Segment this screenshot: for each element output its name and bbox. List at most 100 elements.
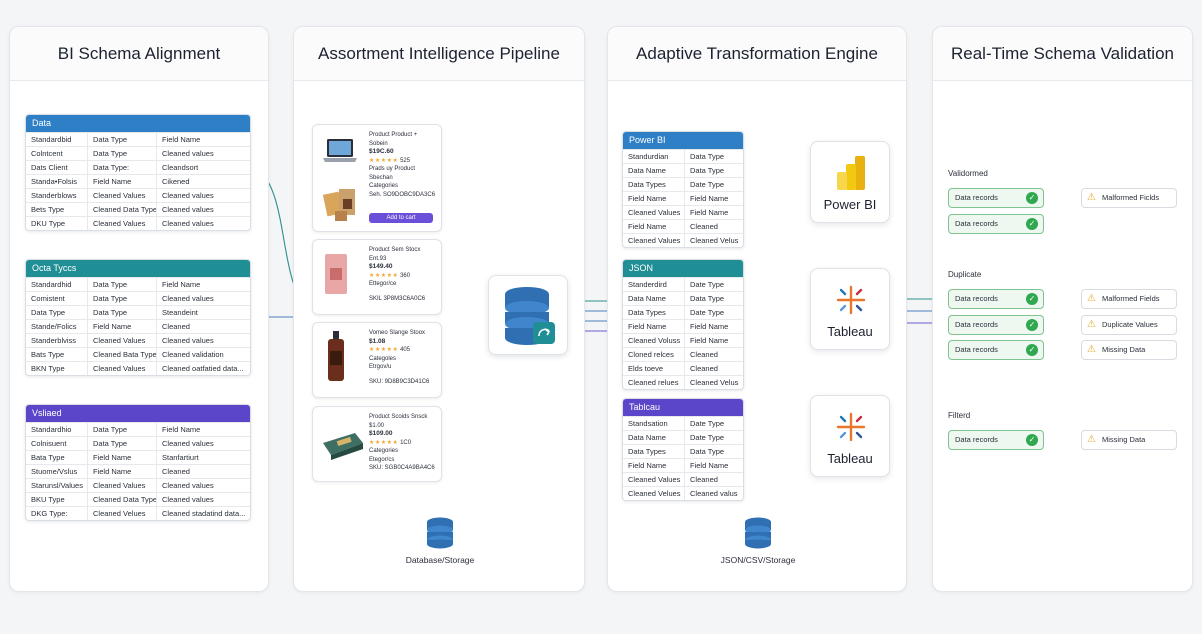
table-cell: Data Type bbox=[690, 166, 725, 175]
table-cell: Standardbid bbox=[26, 133, 88, 146]
record-pill[interactable]: Data records✓ bbox=[948, 188, 1044, 208]
warning-icon: ⚠ bbox=[1087, 344, 1096, 355]
check-icon: ✓ bbox=[1026, 434, 1038, 446]
record-pill[interactable]: Data records✓ bbox=[948, 430, 1044, 450]
group-label: Filterd bbox=[948, 411, 971, 420]
table-cell: Bata Type bbox=[26, 451, 88, 464]
brand-label: Tableau bbox=[827, 451, 873, 466]
table-cell: Cleaned Velus bbox=[690, 236, 739, 245]
table-cell: Data Type bbox=[88, 423, 157, 436]
table-cell: Stanfartiurt bbox=[162, 453, 199, 462]
table-cell: Data Types bbox=[623, 306, 685, 319]
table-cell: Starunsl/Values bbox=[26, 479, 88, 492]
record-pill[interactable]: Data records✓ bbox=[948, 340, 1044, 360]
issue-pill[interactable]: ⚠Duplicate Values bbox=[1081, 315, 1177, 335]
table-header: Tablcau bbox=[623, 399, 743, 416]
rating-stars: ★★★★★ bbox=[369, 347, 399, 353]
product-title: Product Product + bbox=[369, 132, 418, 138]
table-cell: Cleaned valus bbox=[690, 489, 738, 498]
table-row: Cleaned Values Cleaned Velus bbox=[623, 233, 743, 247]
table-cell: Field Name bbox=[88, 451, 157, 464]
table-cell: Cleaned Values bbox=[88, 334, 157, 347]
storage-caption: Database/Storage bbox=[405, 555, 475, 565]
issue-pill[interactable]: ⚠Missing Data bbox=[1081, 340, 1177, 360]
issue-pill[interactable]: ⚠Missing Data bbox=[1081, 430, 1177, 450]
table-cell: Data Type bbox=[26, 306, 88, 319]
table-cell: Standurdian bbox=[623, 150, 685, 163]
storage-caption: JSON/CSV/Storage bbox=[720, 555, 796, 565]
table-cell: Cleaned Values bbox=[623, 234, 685, 247]
table-cell: Data Type: bbox=[88, 161, 157, 174]
table-cell: Field Name bbox=[690, 194, 729, 203]
issue-pill[interactable]: ⚠Malformed Ficlds bbox=[1081, 188, 1177, 208]
product-price: $1.08 bbox=[369, 337, 386, 345]
check-icon: ✓ bbox=[1026, 319, 1038, 331]
table-cell: Standa•Folsis bbox=[26, 175, 88, 188]
product-price: $19C.60 bbox=[369, 148, 394, 155]
issue-pill[interactable]: ⚠Malformed Fields bbox=[1081, 289, 1177, 309]
database-sync-icon bbox=[505, 287, 555, 345]
table-cell: Cleaned bbox=[690, 222, 718, 231]
product-price: $149.40 bbox=[369, 263, 393, 270]
table-cell: Data Type bbox=[88, 292, 157, 305]
panel-title-engine: Adaptive Transformation Engine bbox=[608, 27, 906, 81]
table-cell: Field Name bbox=[88, 320, 157, 333]
table-cell: Standerblviss bbox=[26, 334, 88, 347]
table-header: Octa Tyccs bbox=[26, 260, 250, 277]
table-cell: Date Type bbox=[690, 308, 725, 317]
warning-icon: ⚠ bbox=[1087, 192, 1096, 203]
table-cell: Field Name bbox=[162, 135, 201, 144]
record-pill[interactable]: Data records✓ bbox=[948, 315, 1044, 335]
group-label: Duplicate bbox=[948, 270, 982, 279]
tableau-card[interactable]: Tableau bbox=[810, 268, 890, 350]
table-cell: Cleaned Values bbox=[88, 189, 157, 202]
panel-title-pipeline: Assortment Intelligence Pipeline bbox=[294, 27, 584, 81]
table-cell: Data Type bbox=[690, 152, 725, 161]
table-cell: Data Type bbox=[690, 294, 725, 303]
record-pill[interactable]: Data records✓ bbox=[948, 214, 1044, 234]
table-cell: Bats Type bbox=[26, 348, 88, 361]
product-card[interactable]: Product Sem Stocx Ent.93 $149.40 ★★★★★ 3… bbox=[312, 239, 442, 315]
warning-icon: ⚠ bbox=[1087, 319, 1096, 330]
table-cell: Data Type bbox=[88, 147, 157, 160]
table-cell: Cikened bbox=[162, 177, 190, 186]
product-card[interactable]: Vomeo Slange Stoox $1.08 ★★★★★ 405 Categ… bbox=[312, 322, 442, 398]
check-icon: ✓ bbox=[1026, 192, 1038, 204]
add-to-cart-button[interactable]: Add to cart bbox=[369, 213, 433, 223]
product-card[interactable]: Product Scoids Snsck $1.00 $109.00 ★★★★★… bbox=[312, 406, 442, 482]
snack-box-image bbox=[321, 429, 365, 466]
table-cell: Cleaned Values bbox=[88, 362, 157, 375]
table-row: Data Types Date Type bbox=[623, 305, 743, 319]
table-cell: Cleaned bbox=[690, 475, 718, 484]
product-sku: SKIL 3P8M3C6A0C6 bbox=[369, 295, 426, 302]
pipeline-hub bbox=[488, 275, 568, 355]
table-cell: Data Name bbox=[623, 164, 685, 177]
table-row: Data Name Data Type bbox=[623, 163, 743, 177]
table-cell: Cleaned Values bbox=[88, 217, 157, 230]
powerbi-card[interactable]: Power BI bbox=[810, 141, 890, 223]
table-cell: Date Type bbox=[690, 433, 725, 442]
product-card[interactable]: Product Product + Sobein $19C.60 ★★★★★ 5… bbox=[312, 124, 442, 232]
table-cell: Data Types bbox=[623, 178, 685, 191]
record-pill[interactable]: Data records✓ bbox=[948, 289, 1044, 309]
tableau-card[interactable]: Tableau bbox=[810, 395, 890, 477]
table-cell: Data Type bbox=[690, 447, 725, 456]
